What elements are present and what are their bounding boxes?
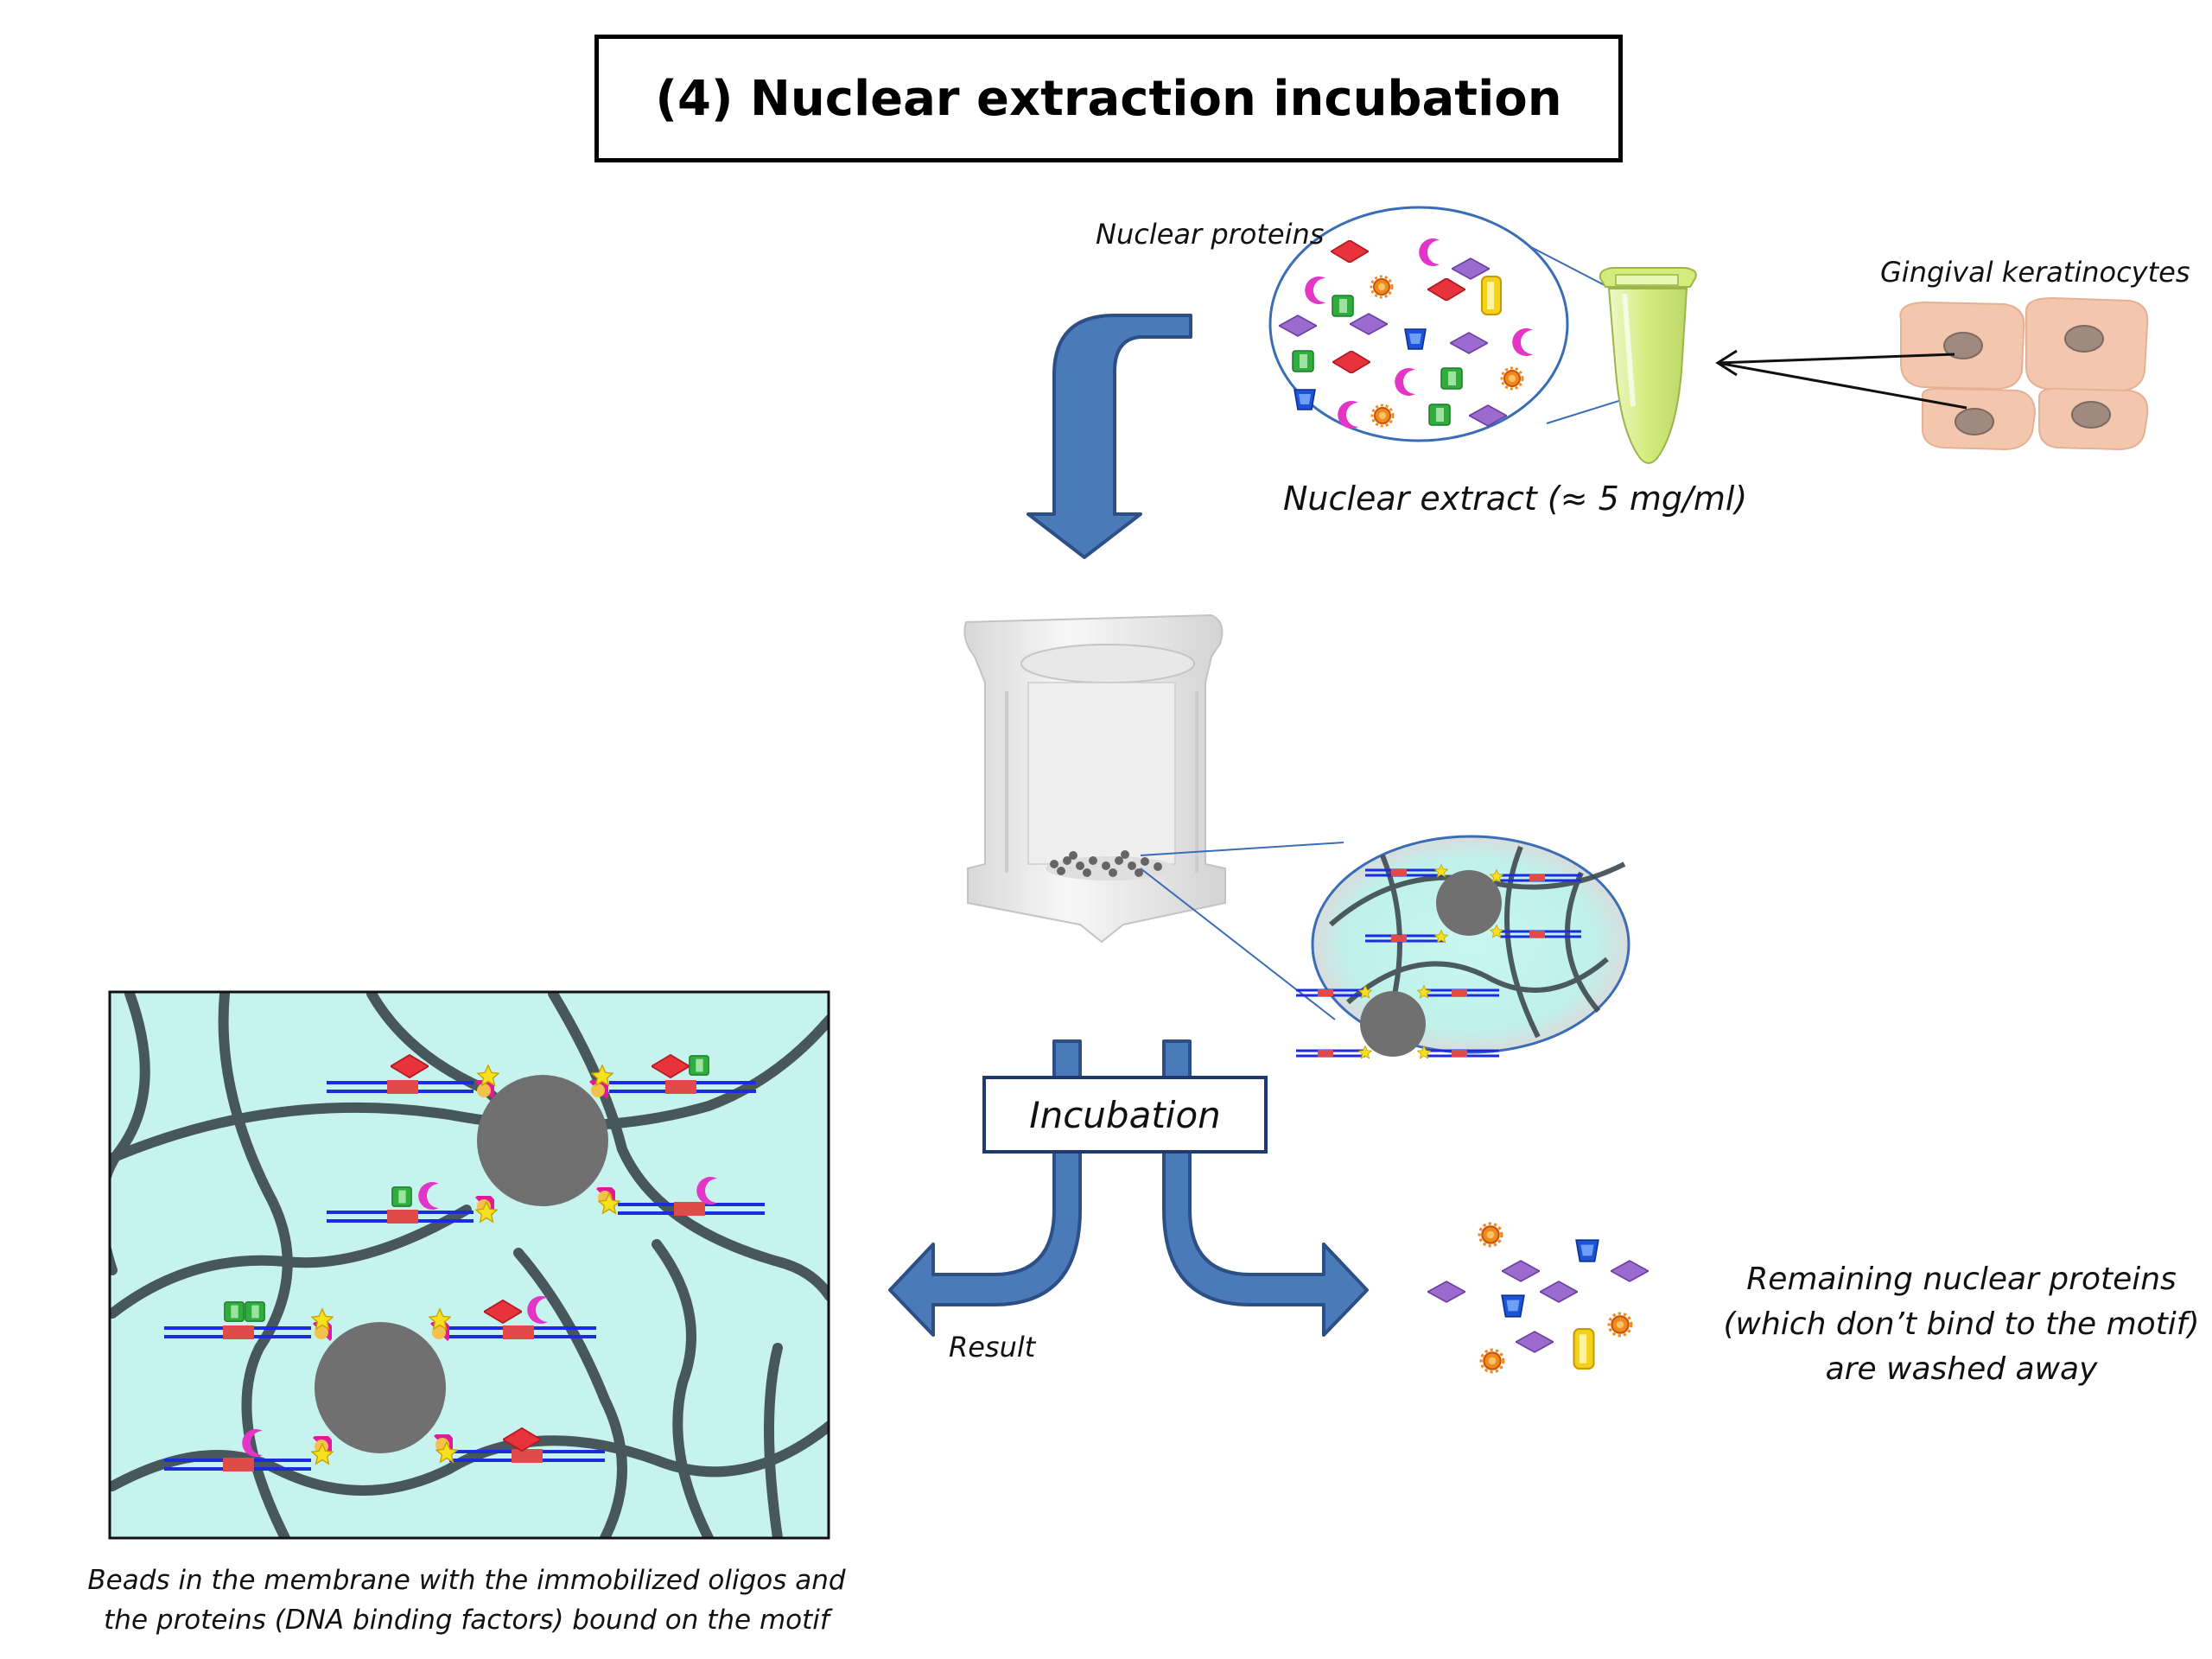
cell-to-tube-arrows [1715, 349, 1967, 410]
beads-caption-line-1: Beads in the membrane with the immobiliz… [87, 1565, 846, 1596]
title-box: (4) Nuclear extraction incubation [594, 35, 1623, 162]
flow-arrow-down [1027, 314, 1192, 559]
washed-away-proteins [1427, 1222, 1649, 1374]
remaining-caption-line-1: Remaining nuclear proteins [1746, 1262, 2177, 1297]
gingival-keratinocytes-label: Gingival keratinocytes [1880, 256, 2190, 289]
remaining-caption-line-2: (which don’t bind to the motif) [1723, 1306, 2200, 1342]
membrane-zoom-bubble [1140, 835, 1630, 1059]
result-label: Result [949, 1331, 1036, 1363]
remaining-caption-line-3: are washed away [1825, 1351, 2098, 1387]
page-title: (4) Nuclear extraction incubation [655, 70, 1562, 127]
nuclear-proteins-label: Nuclear proteins [1096, 218, 1325, 251]
gingival-keratinocytes-cells [1899, 296, 2149, 451]
beads-caption-line-2: the proteins (DNA binding factors) bound… [104, 1605, 830, 1636]
incubation-split-arrows [888, 1039, 1369, 1337]
nuclear-proteins-bubble [1268, 206, 1653, 442]
microtube [1599, 267, 1697, 464]
nuclear-extract-label: Nuclear extract (≈ 5 mg/ml) [1283, 480, 1748, 518]
incubation-label: Incubation [1029, 1093, 1221, 1136]
remaining-proteins-caption: Remaining nuclear proteins (which don’t … [1711, 1257, 2212, 1392]
incubation-box: Incubation [982, 1076, 1268, 1154]
result-membrane-panel [108, 990, 830, 1540]
spin-filter-column [963, 613, 1226, 944]
beads-caption: Beads in the membrane with the immobiliz… [52, 1560, 881, 1640]
